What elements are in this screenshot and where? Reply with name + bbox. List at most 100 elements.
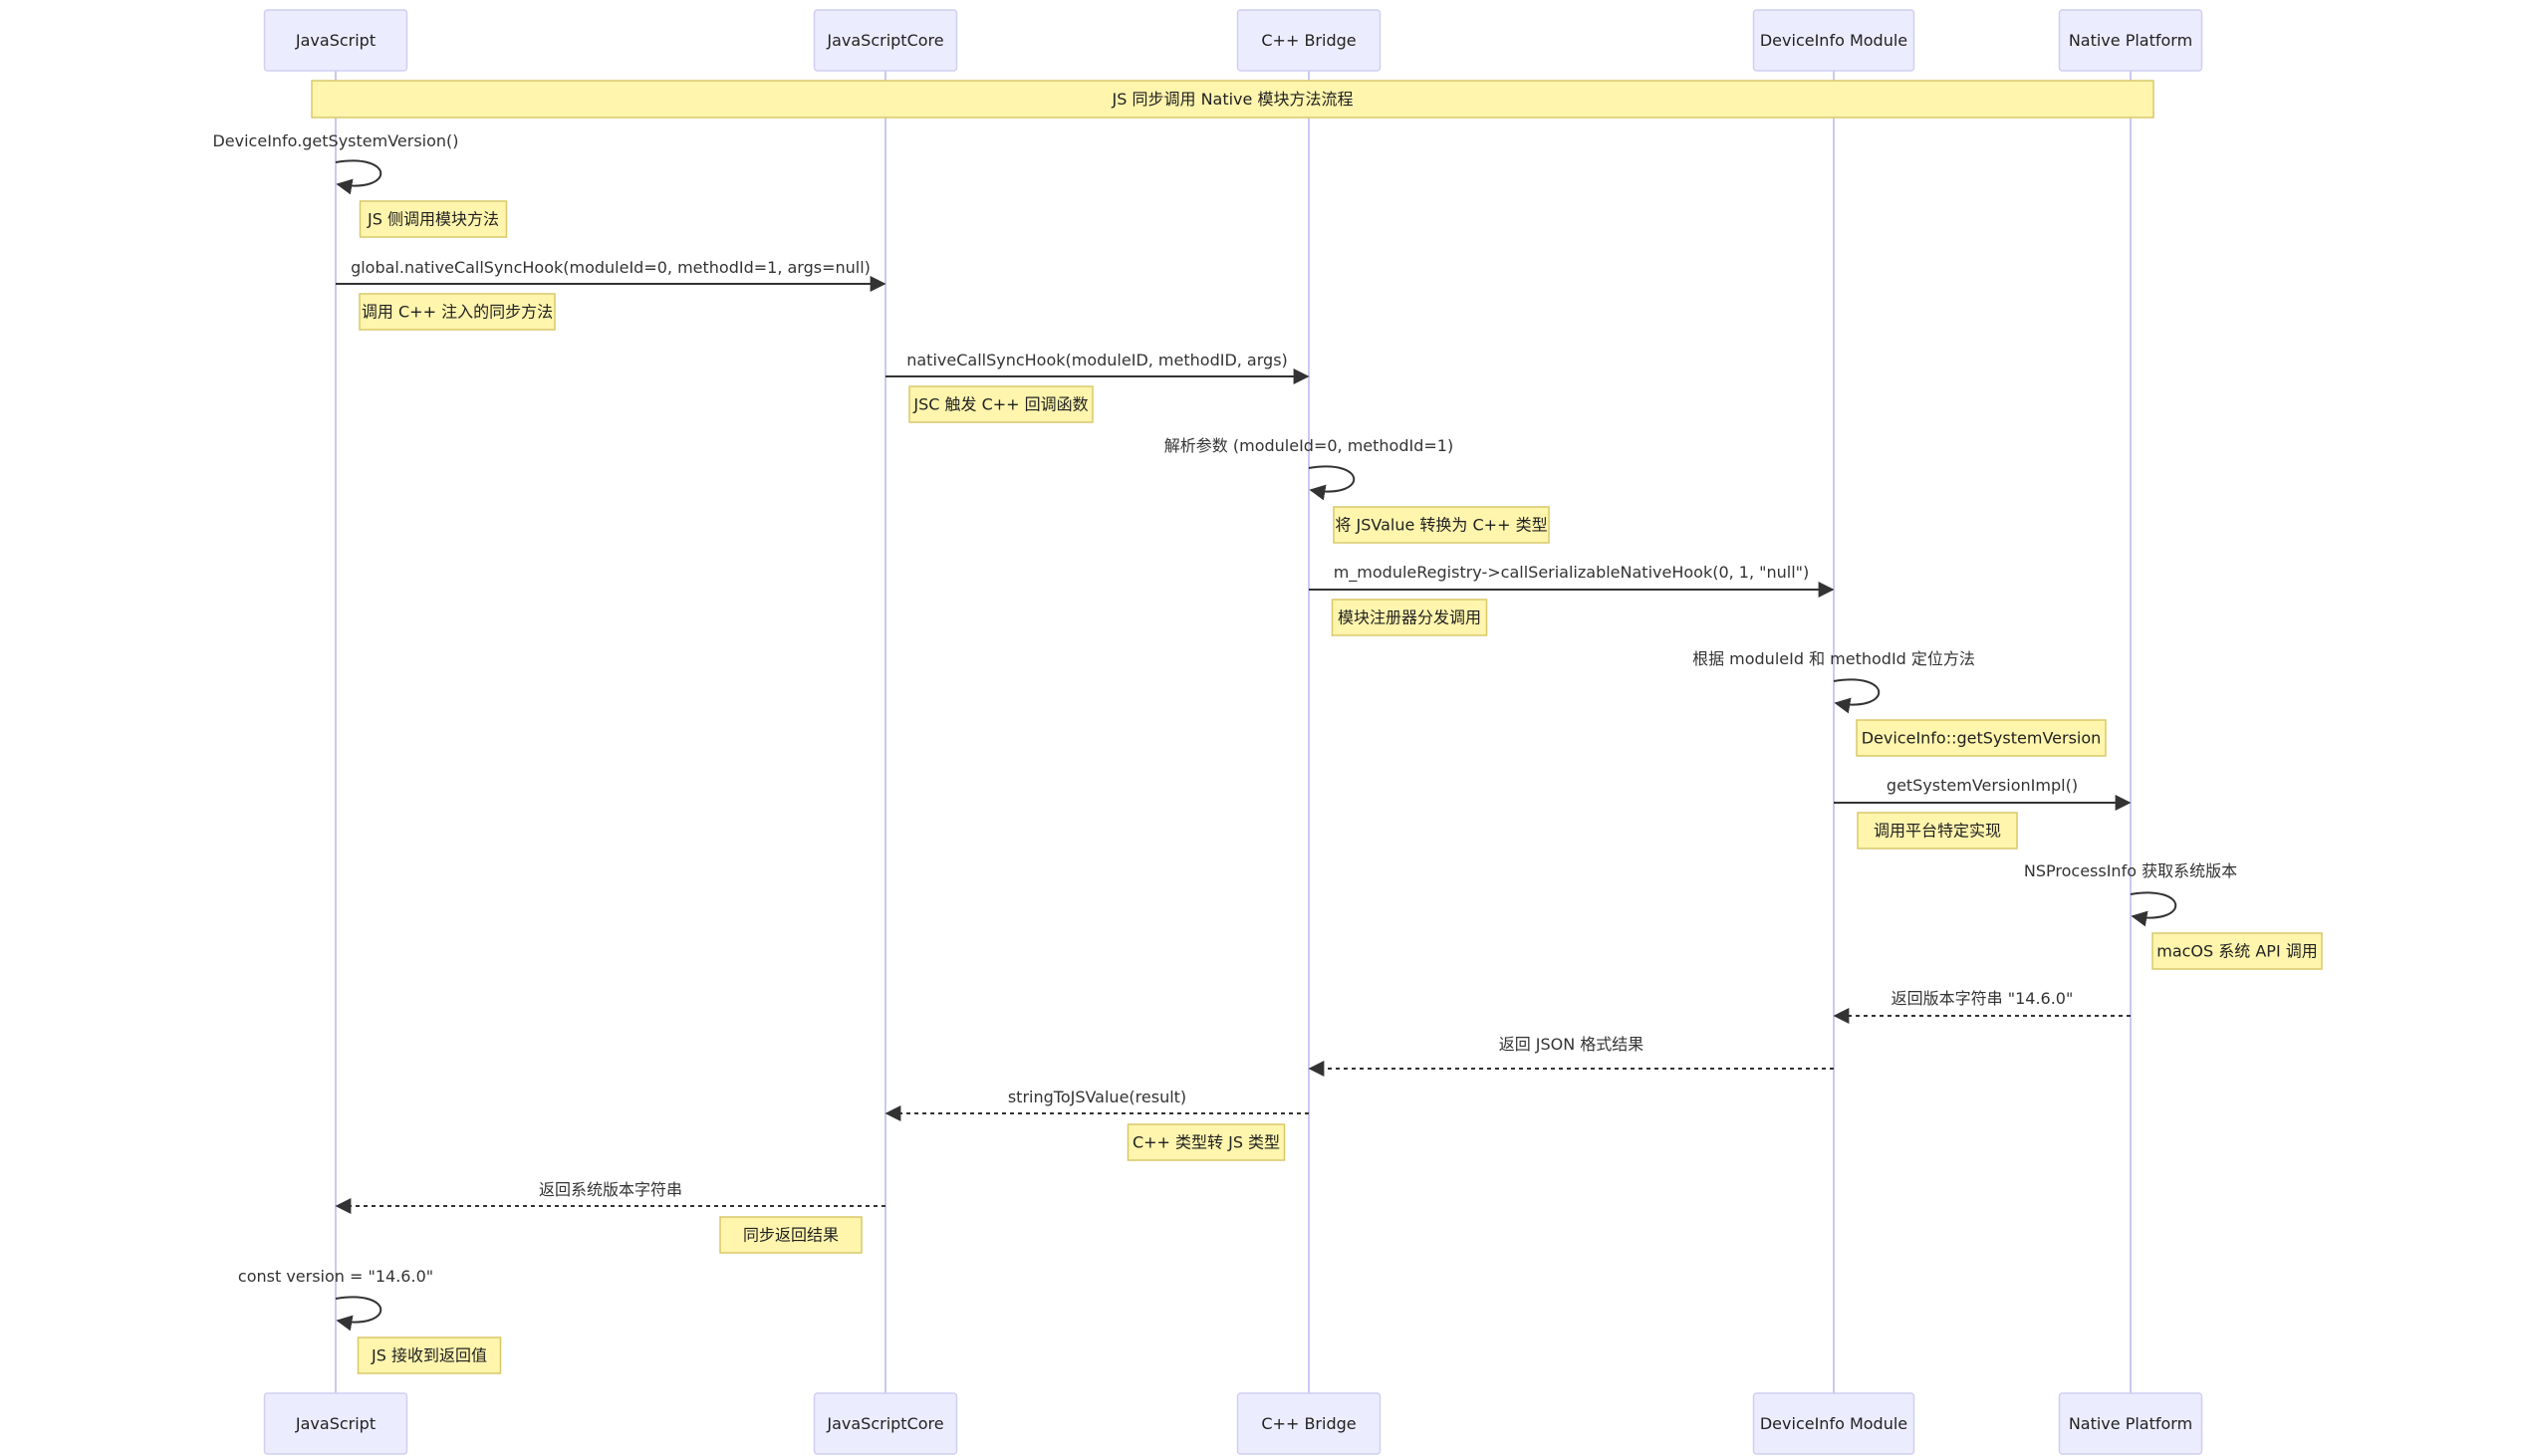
note-box bbox=[1856, 719, 2107, 757]
message-label: global.nativeCallSyncHook(moduleId=0, me… bbox=[351, 258, 871, 277]
self-loop-arrow bbox=[335, 159, 382, 195]
note-text: macOS 系统 API 调用 bbox=[2156, 942, 2318, 961]
note-box bbox=[359, 200, 508, 238]
participant-label: DeviceInfo Module bbox=[1760, 1414, 1907, 1433]
note: 调用 C++ 注入的同步方法 bbox=[359, 293, 556, 331]
message: stringToJSValue(result) bbox=[884, 1088, 1309, 1121]
note-text: 调用 C++ 注入的同步方法 bbox=[362, 303, 553, 322]
message-label: 返回系统版本字符串 bbox=[539, 1180, 682, 1199]
self-message-label: const version = "14.6.0" bbox=[238, 1267, 433, 1286]
participant-js-bottom: JavaScript bbox=[263, 1392, 408, 1455]
participant-label: DeviceInfo Module bbox=[1760, 31, 1907, 50]
note: C++ 类型转 JS 类型 bbox=[1127, 1123, 1286, 1161]
participant-box bbox=[2058, 1392, 2203, 1455]
participant-cpp-bottom: C++ Bridge bbox=[1236, 1392, 1382, 1455]
actors-bottom: JavaScript JavaScriptCore C++ Bridge Device… bbox=[263, 1392, 2203, 1455]
participant-js-top: JavaScript bbox=[263, 9, 408, 72]
note-box bbox=[1127, 1123, 1286, 1161]
participant-nat-top: Native Platform bbox=[2058, 9, 2203, 72]
self-message-label: DeviceInfo.getSystemVersion() bbox=[212, 131, 458, 150]
banner-box bbox=[311, 80, 2154, 119]
banner-title: JS 同步调用 Native 模块方法流程 bbox=[1112, 90, 1354, 109]
note: 同步返回结果 bbox=[719, 1216, 863, 1254]
note-box bbox=[719, 1216, 863, 1254]
participant-jsc-bottom: JavaScriptCore bbox=[813, 1392, 958, 1455]
message: 返回系统版本字符串 bbox=[335, 1180, 885, 1214]
self-message: NSProcessInfo 获取系统版本 bbox=[2024, 861, 2237, 927]
participant-dev-bottom: DeviceInfo Module bbox=[1752, 1392, 1915, 1455]
note-text: 同步返回结果 bbox=[743, 1226, 839, 1245]
self-message-label: NSProcessInfo 获取系统版本 bbox=[2024, 861, 2237, 880]
note-text: 模块注册器分发调用 bbox=[1338, 608, 1481, 627]
message-label: stringToJSValue(result) bbox=[1008, 1088, 1186, 1106]
participant-label: C++ Bridge bbox=[1261, 1414, 1356, 1433]
steps: DeviceInfo.getSystemVersion() JS 侧调用模块方法 g… bbox=[212, 131, 2323, 1374]
note-box bbox=[908, 385, 1094, 423]
note: JS 接收到返回值 bbox=[357, 1336, 502, 1374]
message: nativeCallSyncHook(moduleID, methodID, a… bbox=[885, 351, 1310, 384]
participant-dev-top: DeviceInfo Module bbox=[1752, 9, 1915, 72]
note-box bbox=[1331, 599, 1488, 636]
participant-nat-bottom: Native Platform bbox=[2058, 1392, 2203, 1455]
note-text: 调用平台特定实现 bbox=[1874, 822, 2001, 841]
note: 将 JSValue 转换为 C++ 类型 bbox=[1333, 506, 1550, 544]
note-text: DeviceInfo::getSystemVersion bbox=[1862, 729, 2102, 748]
self-loop-arrow bbox=[2130, 891, 2177, 927]
participant-jsc-top: JavaScriptCore bbox=[813, 9, 958, 72]
note: 调用平台特定实现 bbox=[1857, 812, 2018, 849]
note-box bbox=[1857, 812, 2018, 849]
participant-box bbox=[1236, 9, 1382, 72]
note: DeviceInfo::getSystemVersion bbox=[1856, 719, 2107, 757]
message: m_moduleRegistry->callSerializableNative… bbox=[1309, 563, 1835, 598]
note-box bbox=[1333, 506, 1550, 544]
participant-box bbox=[813, 9, 958, 72]
self-message-label: 根据 moduleId 和 methodId 定位方法 bbox=[1692, 649, 1975, 668]
note-text: 将 JSValue 转换为 C++ 类型 bbox=[1335, 516, 1547, 535]
message-label: 返回版本字符串 "14.6.0" bbox=[1892, 989, 2074, 1008]
self-loop-arrow bbox=[335, 1296, 382, 1332]
participant-label: JavaScript bbox=[295, 31, 376, 50]
message-label: 返回 JSON 格式结果 bbox=[1499, 1035, 1644, 1054]
note: 模块注册器分发调用 bbox=[1331, 599, 1488, 636]
participant-box bbox=[813, 1392, 958, 1455]
participant-cpp-top: C++ Bridge bbox=[1236, 9, 1382, 72]
participant-box bbox=[1752, 9, 1915, 72]
participant-label: Native Platform bbox=[2069, 1414, 2192, 1433]
title-banner: JS 同步调用 Native 模块方法流程 bbox=[311, 80, 2154, 119]
message-label: m_moduleRegistry->callSerializableNative… bbox=[1334, 563, 1810, 583]
note: JSC 触发 C++ 回调函数 bbox=[908, 385, 1094, 423]
message: getSystemVersionImpl() bbox=[1834, 776, 2132, 811]
self-message: DeviceInfo.getSystemVersion() bbox=[212, 131, 459, 195]
self-message: 解析参数 (moduleId=0, methodId=1) bbox=[1164, 436, 1453, 501]
message: global.nativeCallSyncHook(moduleId=0, me… bbox=[336, 258, 886, 292]
actors-top: JavaScript JavaScriptCore C++ Bridge Device… bbox=[263, 9, 2203, 72]
participant-box bbox=[2058, 9, 2203, 72]
participant-label: JavaScript bbox=[295, 1414, 376, 1433]
message: 返回 JSON 格式结果 bbox=[1308, 1035, 1834, 1077]
participant-box bbox=[1236, 1392, 1382, 1455]
self-message-label: 解析参数 (moduleId=0, methodId=1) bbox=[1164, 436, 1453, 455]
note-box bbox=[357, 1336, 502, 1374]
note: macOS 系统 API 调用 bbox=[2151, 932, 2323, 970]
participant-box bbox=[263, 9, 408, 72]
note-text: JS 接收到返回值 bbox=[371, 1346, 487, 1365]
self-message: const version = "14.6.0" bbox=[238, 1267, 433, 1332]
participant-box bbox=[1752, 1392, 1915, 1455]
self-loop-arrow bbox=[1833, 678, 1881, 714]
message: 返回版本字符串 "14.6.0" bbox=[1833, 989, 2131, 1024]
note-text: JSC 触发 C++ 回调函数 bbox=[912, 395, 1088, 414]
participant-label: C++ Bridge bbox=[1261, 31, 1356, 50]
note-box bbox=[359, 293, 556, 331]
participant-label: Native Platform bbox=[2069, 31, 2192, 50]
participant-box bbox=[263, 1392, 408, 1455]
message-label: getSystemVersionImpl() bbox=[1887, 776, 2078, 795]
self-loop-arrow bbox=[1308, 465, 1356, 501]
self-message: 根据 moduleId 和 methodId 定位方法 bbox=[1692, 649, 1975, 714]
participant-label: JavaScriptCore bbox=[826, 31, 943, 50]
note-box bbox=[2151, 932, 2323, 970]
note-text: JS 侧调用模块方法 bbox=[367, 210, 499, 229]
message-label: nativeCallSyncHook(moduleID, methodID, a… bbox=[906, 351, 1288, 369]
note-text: C++ 类型转 JS 类型 bbox=[1133, 1133, 1280, 1152]
participant-label: JavaScriptCore bbox=[826, 1414, 943, 1433]
